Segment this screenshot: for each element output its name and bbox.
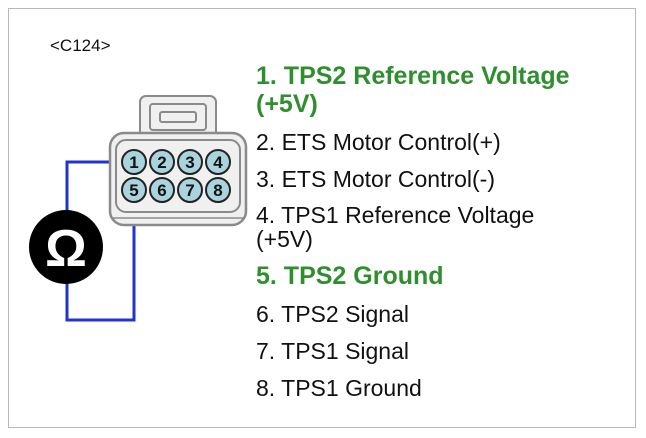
connector-pin-2: 2	[149, 149, 175, 175]
diagram-frame	[8, 8, 636, 428]
connector-code: <C124>	[50, 36, 111, 55]
pin-item-4: 4. TPS1 Reference Voltage (+5V)	[256, 203, 570, 251]
pin-label: 6. TPS2 Signal	[256, 301, 410, 327]
connector-pin-8: 8	[205, 177, 231, 203]
pin-number: 2	[157, 153, 166, 172]
ohm-symbol: Ω	[45, 220, 87, 278]
pin-legend: 1. TPS2 Reference Voltage (+5V) 2. ETS Mo…	[256, 62, 570, 412]
pin-circle	[149, 177, 175, 203]
pin-number: 5	[129, 181, 138, 200]
pin-number: 7	[185, 181, 194, 200]
ohmmeter-icon	[29, 210, 103, 284]
pin-label: 7. TPS1 Signal	[256, 338, 410, 364]
pin-label: 3. ETS Motor Control(-)	[256, 166, 495, 192]
pin-item-6: 6. TPS2 Signal	[256, 301, 570, 327]
pin-circle	[177, 149, 203, 175]
pin-number: 4	[213, 153, 223, 172]
pin-circle	[121, 149, 147, 175]
connector-pin-6: 6	[149, 177, 175, 203]
pin-label: 2. ETS Motor Control(+)	[256, 129, 501, 155]
pin-item-3: 3. ETS Motor Control(-)	[256, 166, 570, 192]
connector-pin-5: 5	[121, 177, 147, 203]
pin-item-7: 7. TPS1 Signal	[256, 338, 570, 364]
ohmmeter: Ω	[29, 210, 103, 284]
pin-label: 5. TPS2 Ground	[256, 262, 444, 290]
probe-wire-pin5	[65, 190, 136, 322]
pin-number: 8	[213, 181, 222, 200]
pin-item-8: 8. TPS1 Ground	[256, 375, 570, 401]
connector-pin-7: 7	[177, 177, 203, 203]
pin-item-1: 1. TPS2 Reference Voltage (+5V)	[256, 62, 570, 118]
connector-pin-4: 4	[205, 149, 231, 175]
pin-circle	[205, 149, 231, 175]
pin-circle	[205, 177, 231, 203]
connector-pin-1: 1	[121, 149, 147, 175]
pin-circle	[177, 177, 203, 203]
pin-circle	[149, 149, 175, 175]
pin-circle	[121, 177, 147, 203]
probe-wires	[65, 160, 136, 322]
pin-label: 1. TPS2 Reference Voltage (+5V)	[256, 62, 570, 118]
pin-number: 3	[185, 153, 194, 172]
pin-item-2: 2. ETS Motor Control(+)	[256, 129, 570, 155]
probe-wire-pin1	[65, 160, 120, 222]
pin-number: 6	[157, 181, 166, 200]
pin-number: 1	[129, 153, 138, 172]
pin-label: 4. TPS1 Reference Voltage (+5V)	[256, 202, 535, 252]
pin-label: 8. TPS1 Ground	[256, 375, 422, 401]
pin-item-5: 5. TPS2 Ground	[256, 262, 570, 290]
connector-pin-3: 3	[177, 149, 203, 175]
